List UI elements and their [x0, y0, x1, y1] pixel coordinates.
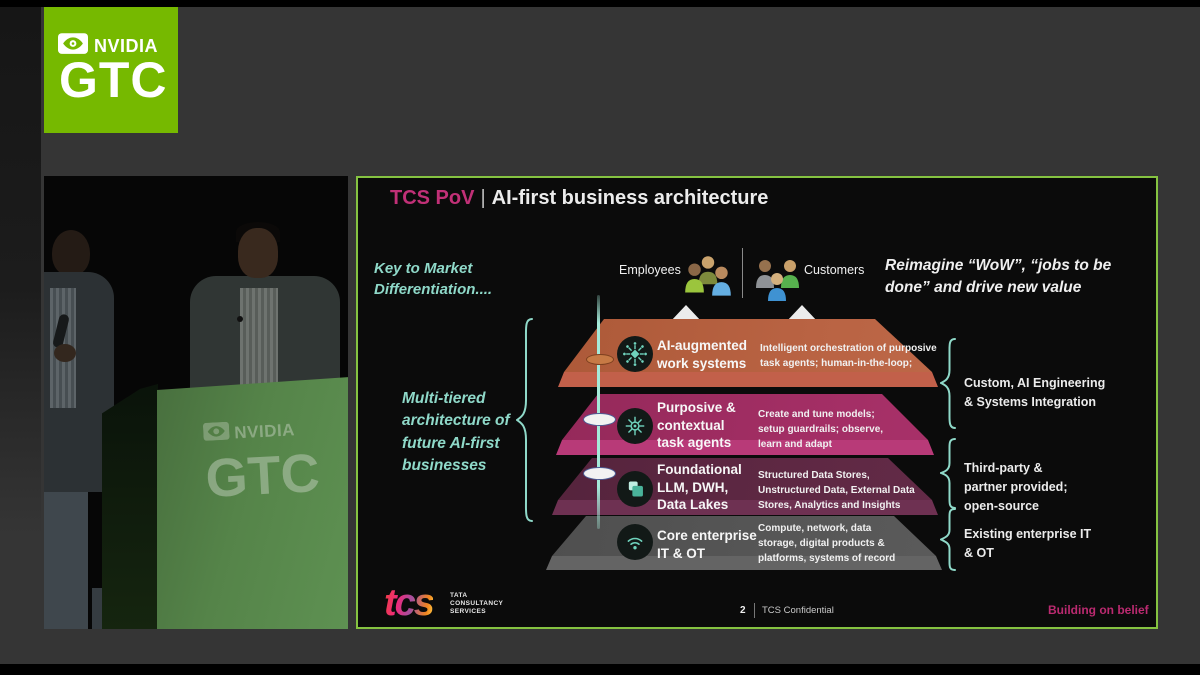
podium-gtc-wordmark: GTC — [204, 443, 322, 509]
tier-4-desc: Compute, network, data storage, digital … — [758, 523, 896, 564]
nvidia-wordmark: NVIDIA — [94, 35, 159, 56]
footer-divider — [754, 603, 755, 618]
tcs-logo: tcs — [384, 582, 435, 624]
employees-group-icon — [680, 250, 736, 311]
presenter-left-leg — [44, 492, 88, 629]
nvidia-gtc-badge: NVIDIA GTC — [44, 7, 178, 133]
right-brace-2 — [940, 438, 957, 510]
nvidia-eye-icon — [202, 421, 230, 446]
presenter-left-hand — [54, 344, 76, 362]
slide-title-prefix: TCS PoV — [390, 187, 475, 209]
right-brace-1 — [940, 338, 957, 430]
multi-tiered-annotation: Multi-tiered architecture of future AI-f… — [402, 390, 510, 475]
presentation-slide: TCS PoV|AI-first business architecture K… — [356, 176, 1158, 629]
tier-1-name: AI-augmented work systems — [657, 338, 748, 371]
podium-nvidia-gtc-logo: NVIDIA GTC — [202, 417, 322, 510]
letterbox-top — [0, 0, 1200, 7]
slide-title: TCS PoV|AI-first business architecture — [390, 187, 768, 210]
axis-node — [583, 467, 616, 480]
right-annotation-3: Existing enterprise IT & OT — [964, 527, 1092, 560]
letterbox-bottom — [0, 664, 1200, 675]
employees-label: Employees — [619, 263, 681, 277]
left-shadow-strip — [0, 7, 41, 627]
lavalier-mic-icon — [237, 316, 243, 322]
building-on-belief-tagline: Building on belief — [1048, 603, 1149, 617]
tier-4-name: Core enterprise IT & OT — [657, 528, 757, 561]
slide-page-number: 2 — [740, 605, 746, 616]
tata-consultancy-services-label: TATA CONSULTANCY SERVICES — [450, 592, 504, 616]
right-annotation-1: Custom, AI Engineering & Systems Integra… — [964, 376, 1106, 409]
tier-1-edge — [558, 372, 938, 387]
customers-group-icon — [752, 252, 806, 313]
left-brace — [516, 318, 534, 524]
tier-4-face — [552, 516, 936, 556]
podium-nvidia-wordmark: NVIDIA — [233, 419, 296, 442]
axis-node — [586, 354, 614, 365]
presenter-right-head — [238, 228, 278, 278]
reimagine-note: Reimagine “WoW”, “jobs to be done” and d… — [885, 257, 1112, 296]
podium-side-panel — [102, 384, 158, 629]
nvidia-logo-row: NVIDIA — [58, 33, 158, 59]
tier-3-edge — [552, 500, 938, 515]
tier-2-edge — [556, 440, 934, 455]
axis-node — [583, 413, 616, 426]
hub-spoke-icon — [617, 336, 653, 372]
key-to-market-note: Key to Market Differentiation.... — [374, 260, 493, 298]
tier-3-name: Foundational LLM, DWH, Data Lakes — [657, 462, 742, 513]
signal-rings-icon — [617, 524, 653, 560]
tier-3-desc: Structured Data Stores, Unstructured Dat… — [758, 470, 915, 511]
tier-2-name: Purposive & contextual task agents — [657, 400, 736, 451]
confidential-label: TCS Confidential — [762, 605, 834, 616]
right-annotation-2: Third-party & partner provided; open-sou… — [964, 461, 1068, 513]
slide-title-text: AI-first business architecture — [491, 187, 769, 209]
presenter-left-head — [52, 230, 90, 276]
speaker-video-feed: NVIDIA GTC — [44, 176, 348, 629]
podium-front-panel: NVIDIA GTC — [157, 377, 348, 629]
tier-1-desc: Intelligent orchestration of purposive t… — [760, 343, 937, 369]
tier-2-desc: Create and tune models; setup guardrails… — [758, 409, 884, 450]
audience-divider — [742, 248, 743, 298]
agent-burst-icon — [617, 408, 653, 444]
right-brace-3 — [940, 508, 957, 572]
slide-title-divider: | — [480, 187, 486, 209]
data-blocks-icon — [617, 471, 653, 507]
nvidia-eye-icon — [58, 33, 88, 59]
tier-4-edge — [546, 556, 942, 570]
customers-label: Customers — [804, 263, 865, 277]
tier-axis-line — [597, 295, 600, 529]
gtc-wordmark: GTC — [59, 52, 168, 108]
